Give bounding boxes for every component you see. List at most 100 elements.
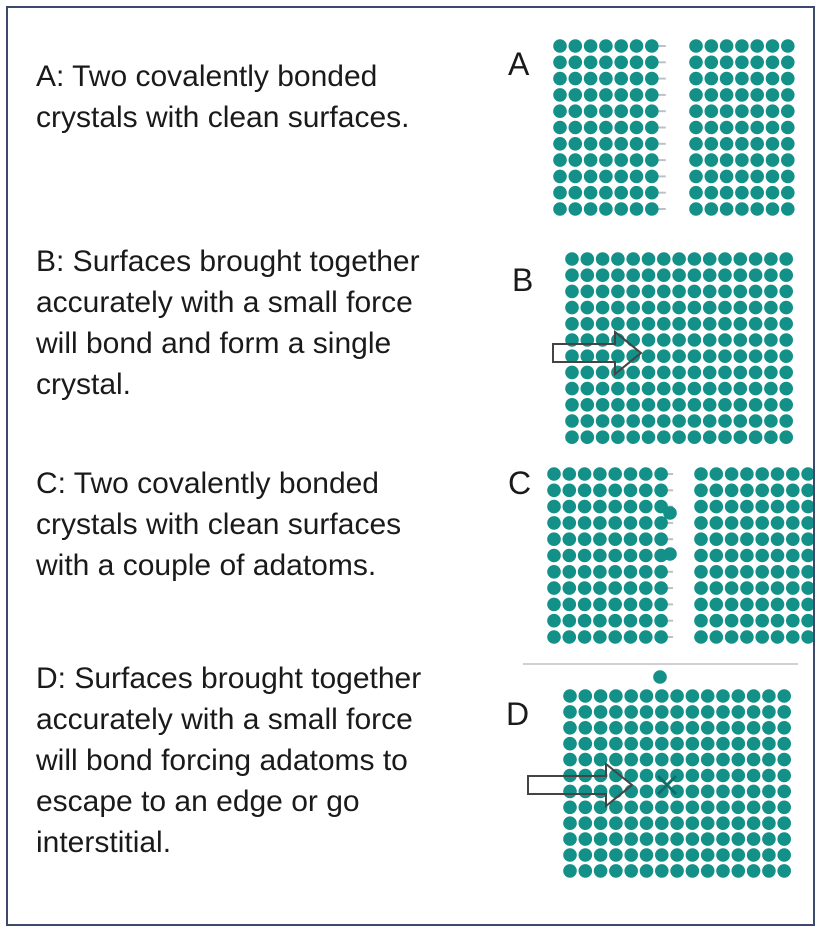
atom [639, 565, 653, 579]
atom [733, 398, 748, 412]
atom [748, 365, 763, 380]
atom [563, 864, 577, 878]
atom [593, 705, 608, 719]
atom [580, 414, 595, 428]
atom [639, 516, 653, 530]
escaped-adatom [653, 670, 667, 684]
atom [781, 88, 795, 102]
atom [733, 414, 748, 428]
atom [770, 581, 785, 595]
figure-frame: A: Two covalently bonded crystals with c… [6, 6, 815, 926]
atom [719, 104, 734, 118]
atom [568, 120, 583, 135]
atom [599, 55, 613, 70]
atom [786, 467, 800, 481]
atom [694, 548, 708, 563]
atom [762, 864, 776, 878]
atom [578, 705, 593, 719]
atom [750, 71, 764, 86]
atom [595, 430, 610, 445]
atom [750, 185, 764, 200]
atom [624, 816, 638, 830]
atom [553, 39, 567, 53]
atom [611, 430, 625, 445]
atom [608, 467, 622, 481]
atom [764, 333, 778, 347]
atom [786, 565, 800, 579]
atom [609, 752, 623, 767]
atom [655, 752, 669, 767]
atom [553, 55, 567, 70]
atom [718, 268, 732, 283]
atom [578, 721, 593, 735]
atom [764, 398, 778, 412]
atom [740, 499, 754, 514]
atom [629, 202, 644, 216]
atom [731, 768, 746, 783]
atom [702, 430, 717, 445]
atom [595, 268, 610, 283]
atom [568, 104, 583, 118]
atom [735, 185, 749, 200]
atom [593, 848, 608, 862]
atom [654, 516, 668, 530]
atom [623, 597, 638, 612]
atom [685, 864, 700, 878]
atom [645, 104, 659, 118]
atom [786, 548, 800, 563]
atom [762, 705, 776, 719]
atom [733, 252, 748, 266]
atom [685, 721, 700, 735]
atom [639, 832, 654, 846]
atom [716, 768, 730, 783]
atom [654, 565, 668, 579]
atom [623, 565, 638, 579]
caption-a: A: Two covalently bonded crystals with c… [36, 60, 410, 134]
atom [609, 736, 623, 751]
atom [709, 565, 724, 579]
atom [733, 381, 748, 396]
atom [577, 597, 592, 612]
atom [801, 483, 813, 498]
atom [583, 185, 598, 200]
atom [580, 349, 595, 364]
atom [748, 317, 763, 331]
atom [777, 736, 791, 751]
atom [779, 300, 793, 315]
atom [639, 721, 654, 735]
atom [595, 284, 610, 299]
atom [599, 169, 613, 184]
atom [623, 516, 638, 530]
atom [657, 333, 671, 347]
atom [724, 548, 739, 563]
atom [731, 784, 746, 799]
atom [762, 689, 776, 703]
atom [687, 365, 702, 380]
atom [611, 300, 625, 315]
atom [716, 800, 730, 815]
atom [568, 185, 583, 200]
atom [719, 185, 734, 200]
atom [611, 252, 625, 266]
atom [716, 689, 730, 703]
caption-b: B: Surfaces brought together accurately … [36, 245, 420, 401]
atom [595, 349, 610, 364]
atom [629, 71, 644, 86]
atom [626, 365, 640, 380]
atom [740, 597, 754, 612]
panel-label-c: C [508, 465, 532, 501]
atom [657, 381, 671, 396]
atom [672, 349, 686, 364]
atom [593, 565, 607, 579]
atom [623, 499, 638, 514]
atom [716, 816, 730, 830]
atom [801, 581, 813, 595]
atom [624, 832, 638, 846]
atom [639, 532, 653, 546]
crystal-b-merged [565, 252, 793, 445]
atom [687, 268, 702, 283]
atom [629, 88, 644, 102]
atom [709, 548, 724, 563]
atom [718, 252, 732, 266]
atom [639, 752, 654, 767]
